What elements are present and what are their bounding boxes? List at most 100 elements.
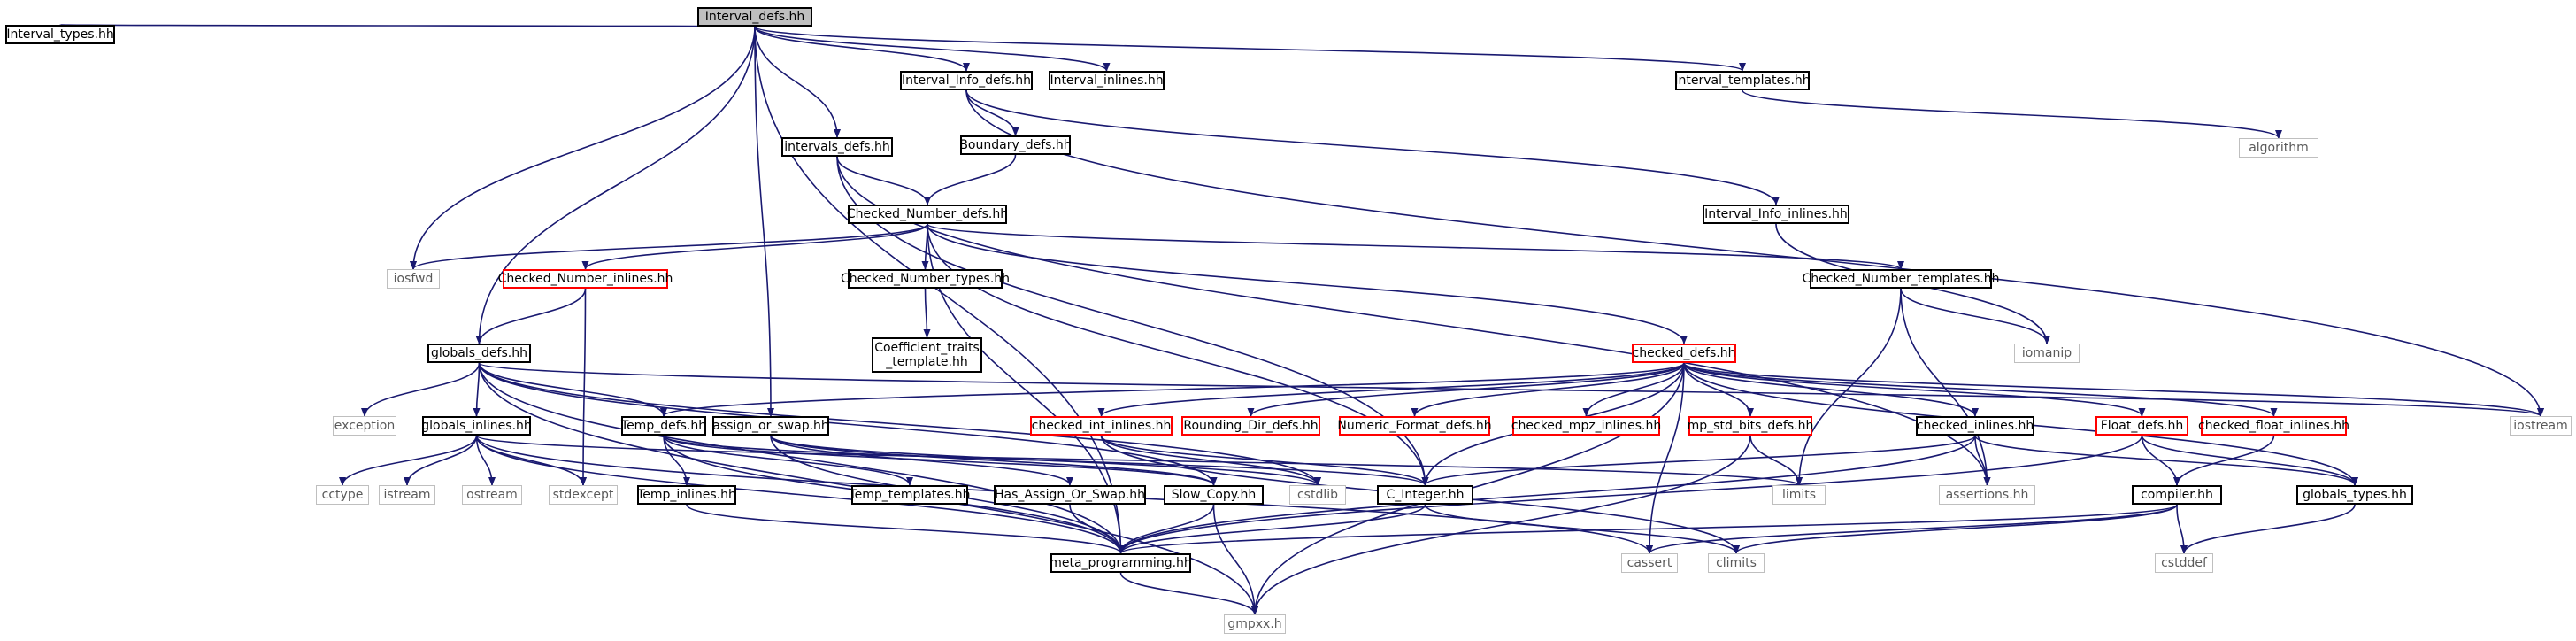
node-exception[interactable]: exception xyxy=(333,416,396,436)
edge-slow-copy-to-meta-programming xyxy=(1117,504,1215,554)
edge-checked-defs-to-checked-inlines xyxy=(1683,362,1979,417)
node-temp-inlines[interactable]: Temp_inlines.hh xyxy=(637,485,736,505)
node-globals-types[interactable]: globals_types.hh xyxy=(2296,485,2413,505)
edge-assign-or-swap-to-has-assign-or-swap xyxy=(770,435,1073,486)
node-has-assign-or-swap[interactable]: Has_Assign_Or_Swap.hh xyxy=(994,485,1146,505)
node-rounding-dir-defs[interactable]: Rounding_Dir_defs.hh xyxy=(1181,416,1320,436)
edge-checked-defs-to-float-defs xyxy=(1683,362,2146,417)
edge-checked-inlines-to-globals-types xyxy=(1974,435,2358,486)
node-checked-float-inlines[interactable]: checked_float_inlines.hh xyxy=(2198,416,2349,436)
node-iostream[interactable]: iostream xyxy=(2510,416,2572,436)
edge-checked-int-inlines-to-cstdlib xyxy=(1100,435,1321,486)
node-mp-std-bits-defs[interactable]: mp_std_bits_defs.hh xyxy=(1688,416,1813,436)
edge-checked-number-templates-to-assertions xyxy=(1900,288,1991,486)
edge-mp-std-bits-defs-to-limits xyxy=(1749,435,1803,486)
edge-temp-defs-to-slow-copy xyxy=(663,435,1218,486)
edge-globals-defs-to-slow-copy xyxy=(478,362,1218,486)
edge-interval-defs-to-interval-info-defs xyxy=(754,26,970,72)
edge-globals-defs-to-exception xyxy=(361,362,481,417)
node-assign-or-swap[interactable]: assign_or_swap.hh xyxy=(712,416,829,436)
edge-temp-defs-to-temp-templates xyxy=(663,435,913,486)
node-algorithm[interactable]: algorithm xyxy=(2239,138,2318,158)
edge-checked-number-defs-to-checked-defs xyxy=(927,223,1688,344)
node-intervals-defs[interactable]: intervals_defs.hh xyxy=(781,137,893,157)
node-cstddef[interactable]: cstddef xyxy=(2155,553,2213,573)
node-float-defs[interactable]: Float_defs.hh xyxy=(2095,416,2188,436)
edge-interval-defs-to-globals-defs xyxy=(475,26,756,344)
node-checked-inlines[interactable]: checked_inlines.hh xyxy=(1916,416,2034,436)
edge-c-integer-to-climits xyxy=(1424,504,1740,554)
edge-globals-types-to-cstddef xyxy=(2180,504,2356,554)
node-checked-number-templates[interactable]: Checked_Number_templates.hh xyxy=(1803,269,2000,289)
node-gmpxx[interactable]: gmpxx.h xyxy=(1224,614,1286,634)
node-boundary-defs[interactable]: Boundary_defs.hh xyxy=(959,135,1072,155)
edge-checked-defs-to-cassert xyxy=(1646,362,1685,554)
edge-checked-defs-to-rounding-dir-defs xyxy=(1247,362,1685,417)
node-checked-mpz-inlines[interactable]: checked_mpz_inlines.hh xyxy=(1511,416,1661,436)
node-assertions[interactable]: assertions.hh xyxy=(1939,485,2035,505)
node-ostream[interactable]: ostream xyxy=(462,485,522,505)
node-coefficient-traits-template[interactable]: Coefficient_traits _template.hh xyxy=(872,337,982,373)
node-cstdlib[interactable]: cstdlib xyxy=(1289,485,1346,505)
node-slow-copy[interactable]: Slow_Copy.hh xyxy=(1164,485,1264,505)
node-iosfwd[interactable]: iosfwd xyxy=(387,269,440,289)
node-limits[interactable]: limits xyxy=(1772,485,1826,505)
node-climits[interactable]: climits xyxy=(1708,553,1765,573)
node-checked-number-types[interactable]: Checked_Number_types.hh xyxy=(841,269,1010,289)
node-interval-inlines[interactable]: Interval_inlines.hh xyxy=(1049,71,1165,90)
edge-globals-inlines-to-limits xyxy=(475,435,1803,486)
edge-interval-defs-to-assign-or-swap xyxy=(754,26,774,417)
edge-checked-number-defs-to-checked-number-inlines xyxy=(581,223,928,270)
edge-interval-defs-to-interval-inlines xyxy=(754,26,1111,72)
node-checked-defs[interactable]: checked_defs.hh xyxy=(1632,344,1736,363)
edge-checked-inlines-to-c-integer xyxy=(1421,435,1976,486)
node-interval-info-defs[interactable]: Interval_Info_defs.hh xyxy=(900,71,1033,90)
edge-compiler-to-cassert xyxy=(1646,504,2178,554)
node-interval-templates[interactable]: Interval_templates.hh xyxy=(1674,71,1811,90)
edge-meta-programming-to-gmpxx xyxy=(1119,572,1258,615)
edge-checked-defs-to-iostream xyxy=(1683,362,2544,417)
edge-assign-or-swap-to-slow-copy xyxy=(770,435,1218,486)
edge-checked-inlines-to-assertions xyxy=(1974,435,1991,486)
edge-globals-defs-to-temp-defs xyxy=(478,362,667,417)
node-cassert[interactable]: cassert xyxy=(1621,553,1678,573)
node-compiler[interactable]: compiler.hh xyxy=(2132,485,2222,505)
node-interval-types[interactable]: Interval_types.hh xyxy=(5,25,115,44)
edge-compiler-to-meta-programming xyxy=(1117,504,2178,554)
edge-boundary-defs-to-checked-number-defs xyxy=(924,154,1017,205)
edge-globals-defs-to-meta-programming xyxy=(478,362,1125,554)
edge-compiler-to-climits xyxy=(1733,504,2178,554)
node-temp-defs[interactable]: Temp_defs.hh xyxy=(621,416,706,436)
node-iomanip[interactable]: iomanip xyxy=(2014,344,2080,363)
edge-interval-templates-to-algorithm xyxy=(1742,89,2282,139)
node-globals-inlines[interactable]: globals_inlines.hh xyxy=(421,416,532,436)
edge-checked-number-inlines-to-stdexcept xyxy=(580,288,588,486)
edge-checked-number-defs-to-c-integer xyxy=(927,223,1429,486)
node-temp-templates[interactable]: Temp_templates.hh xyxy=(850,485,971,505)
edge-checked-number-defs-to-iosfwd xyxy=(410,223,928,270)
node-checked-number-defs[interactable]: Checked_Number_defs.hh xyxy=(847,205,1008,224)
node-interval-info-inlines[interactable]: Interval_Info_inlines.hh xyxy=(1703,205,1849,224)
edge-globals-inlines-to-cctype xyxy=(339,435,478,486)
edge-float-defs-to-globals-types xyxy=(2141,435,2358,486)
node-meta-programming[interactable]: meta_programming.hh xyxy=(1050,553,1192,573)
node-interval-defs[interactable]: Interval_defs.hh xyxy=(697,7,812,27)
node-istream[interactable]: istream xyxy=(379,485,435,505)
edge-interval-info-defs-to-boundary-defs xyxy=(965,89,1019,136)
node-cctype[interactable]: cctype xyxy=(316,485,369,505)
edge-checked-inlines-to-meta-programming xyxy=(1117,435,1976,554)
edge-checked-defs-to-checked-mpz-inlines xyxy=(1582,362,1685,417)
node-stdexcept[interactable]: stdexcept xyxy=(549,485,618,505)
node-globals-defs[interactable]: globals_defs.hh xyxy=(427,344,531,363)
edge-interval-info-defs-to-interval-info-inlines xyxy=(965,89,1780,205)
edge-checked-float-inlines-to-compiler xyxy=(2173,435,2275,486)
edge-globals-defs-to-iostream xyxy=(478,362,2544,417)
node-c-integer[interactable]: C_Integer.hh xyxy=(1377,485,1473,505)
node-numeric-format-defs[interactable]: Numeric_Format_defs.hh xyxy=(1337,416,1492,436)
edge-globals-inlines-to-ostream xyxy=(475,435,496,486)
node-checked-int-inlines[interactable]: checked_int_inlines.hh xyxy=(1030,416,1173,436)
edge-globals-inlines-to-istream xyxy=(404,435,478,486)
node-checked-number-inlines[interactable]: Checked_Number_inlines.hh xyxy=(498,269,673,289)
